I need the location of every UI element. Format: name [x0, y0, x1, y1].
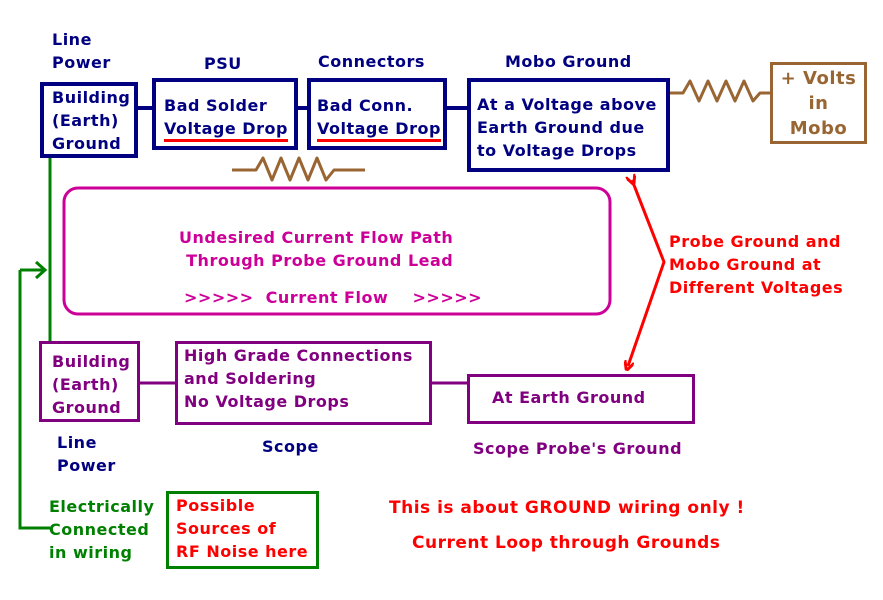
probe-mobo-voltage-note: Probe Ground and Mobo Ground at Differen…: [669, 232, 844, 297]
line-power-top-label: Line Power: [52, 30, 111, 72]
ground-only-note: This is about GROUND wiring only !: [389, 498, 745, 518]
voltage-drop-underline: Voltage Drop: [317, 119, 441, 142]
building-ground-top-box: Building (Earth) Ground: [40, 82, 138, 158]
current-flow-loop: [62, 186, 612, 316]
rf-noise-box: Possible Sources of RF Noise here: [166, 491, 319, 569]
resistor-icon: [669, 79, 772, 103]
mobo-voltage-box: At a Voltage above Earth Ground due to V…: [467, 78, 670, 172]
building-ground-bottom-box: Building (Earth) Ground: [39, 341, 140, 422]
double-headed-arrow-icon: [628, 180, 666, 366]
resistor-icon: [232, 156, 365, 182]
voltage-drop-underline: Voltage Drop: [164, 119, 288, 142]
scope-label: Scope: [262, 437, 319, 456]
bad-solder-box: Bad Solder Voltage Drop: [152, 78, 298, 150]
connectors-label: Connectors: [318, 52, 425, 71]
current-loop-note: Current Loop through Grounds: [412, 533, 721, 553]
current-flow-label: >>>>> Current Flow >>>>>: [184, 288, 483, 307]
scope-probe-ground-label: Scope Probe's Ground: [473, 439, 683, 458]
current-path-title: Undesired Current Flow Path Through Prob…: [179, 228, 454, 270]
psu-label: PSU: [204, 54, 242, 73]
earth-ground-box: At Earth Ground: [467, 374, 695, 424]
high-grade-box: High Grade Connections and Soldering No …: [175, 341, 432, 425]
green-return-wire: [18, 270, 50, 530]
arrow-right-icon: [35, 260, 48, 280]
plus-volts-box: + Volts in Mobo: [770, 62, 867, 144]
bad-conn-box: Bad Conn. Voltage Drop: [307, 78, 447, 150]
mobo-ground-label: Mobo Ground: [505, 52, 632, 71]
electrically-connected-note: Electrically Connected in wiring: [49, 497, 155, 562]
line-power-bottom-label: Line Power: [57, 433, 116, 475]
